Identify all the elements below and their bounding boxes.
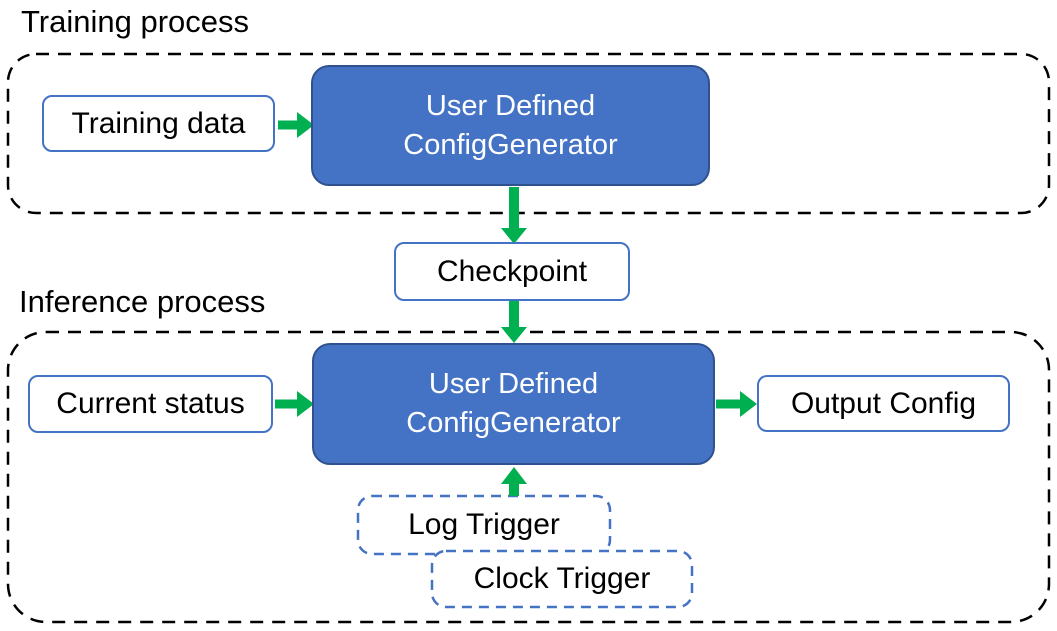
log-trigger-label: Log Trigger [408,508,560,541]
output-config-node: Output Config [757,375,1010,432]
arrow-generator-to-checkpoint [501,187,527,244]
training-config-generator-node: User Defined ConfigGenerator [311,65,710,186]
clock-trigger-label: Clock Trigger [473,562,651,595]
training-config-generator-line2: ConfigGenerator [403,128,618,161]
arrow-generator-to-output-config [716,391,757,417]
inference-config-generator-line1: User Defined [428,368,599,400]
current-status-node: Current status [28,375,273,433]
arrow-current-status-to-generator [275,391,314,417]
inference-region-outline [6,330,1051,624]
clock-trigger-box [430,549,694,609]
inference-process-title: Inference process [19,284,266,319]
arrow-training-data-to-generator [278,112,314,138]
arrow-checkpoint-to-inference-generator [501,301,527,343]
training-process-title: Training process [21,4,250,39]
training-config-generator-line1: User Defined [425,89,596,122]
inference-config-generator-node: User Defined ConfigGenerator [312,343,715,465]
checkpoint-node: Checkpoint [394,242,630,301]
training-region-outline [6,52,1051,215]
arrow-log-trigger-to-generator [501,467,527,496]
training-data-node: Training data [42,95,275,152]
inference-config-generator-line2: ConfigGenerator [406,407,621,439]
